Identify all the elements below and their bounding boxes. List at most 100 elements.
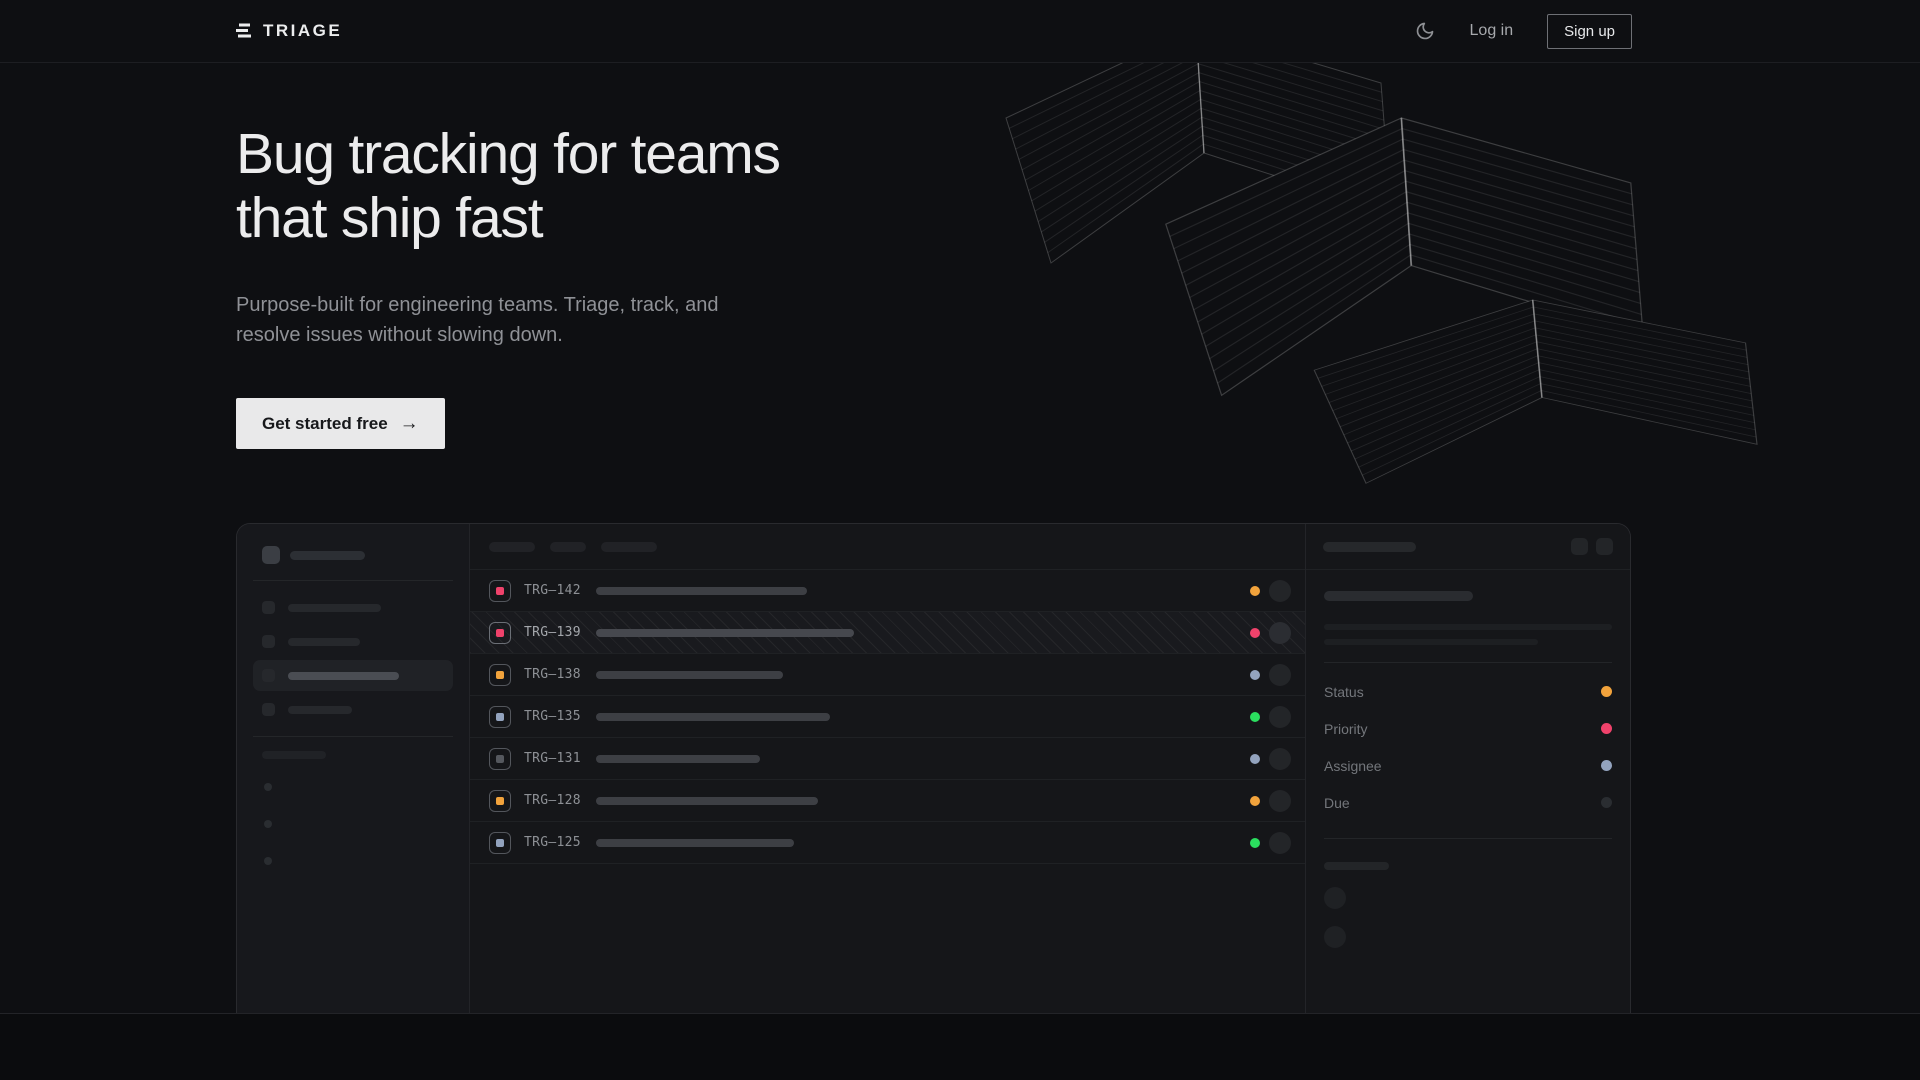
nav-label-skeleton <box>288 671 399 680</box>
nav-icon-skeleton <box>262 601 275 614</box>
issue-id: TRG–138 <box>524 667 581 682</box>
divider <box>253 736 453 737</box>
hero-title: Bug tracking for teams that ship fast <box>236 122 781 250</box>
arrow-right-icon: → <box>399 412 419 434</box>
nav-icon-skeleton <box>262 635 275 648</box>
hero-title-line1: Bug tracking for teams <box>236 122 781 186</box>
status-dot <box>1250 753 1260 764</box>
issue-row: TRG–138 <box>470 654 1305 696</box>
hero-subtitle: Purpose-built for engineering teams. Tri… <box>236 290 718 350</box>
hero-subtitle-line1: Purpose-built for engineering teams. Tri… <box>236 294 719 316</box>
get-started-button[interactable]: Get started free → <box>236 398 445 449</box>
detail-panel-header <box>1306 524 1630 570</box>
status-dot <box>1250 837 1260 848</box>
mockup-nav-item <box>253 694 453 725</box>
issue-row: TRG–125 <box>470 822 1305 864</box>
login-link[interactable]: Log in <box>1469 22 1514 39</box>
divider <box>1324 838 1612 839</box>
top-nav: TRIAGE Log in Sign up <box>0 0 1920 63</box>
mockup-nav-item-active <box>253 660 453 691</box>
detail-field-dot <box>1601 797 1612 808</box>
moon-icon <box>1416 22 1433 40</box>
divider <box>253 580 453 581</box>
mockup-list-header <box>470 524 1305 570</box>
footer <box>0 1013 1920 1080</box>
activity-avatar-skeleton <box>1324 887 1346 909</box>
issue-row: TRG–142 <box>470 570 1305 612</box>
issue-title-skeleton <box>595 754 760 763</box>
detail-fields: Status Priority Assignee Due <box>1324 673 1612 821</box>
issue-id: TRG–128 <box>524 793 581 808</box>
issue-type-icon <box>489 831 511 854</box>
issue-list: TRG–142 TRG–139 TRG–138 TRG–135 TRG–131 <box>470 570 1305 864</box>
issue-row: TRG–128 <box>470 780 1305 822</box>
mockup-detail-panel: Status Priority Assignee Due <box>1306 524 1630 1013</box>
issue-row: TRG–135 <box>470 696 1305 738</box>
mockup-workspace-row <box>262 541 453 569</box>
description-line-skeleton <box>1324 639 1538 645</box>
filter-tab-skeleton <box>550 541 586 552</box>
section-label-skeleton <box>262 751 326 759</box>
assignee-avatar-skeleton <box>1269 705 1291 728</box>
filter-tab-skeleton <box>601 541 657 552</box>
divider <box>1324 662 1612 663</box>
issue-type-icon <box>489 705 511 728</box>
detail-field-dot <box>1601 760 1612 771</box>
list-dot-skeleton <box>264 820 272 828</box>
issue-id: TRG–125 <box>524 835 581 850</box>
detail-field-dot <box>1601 723 1612 734</box>
assignee-avatar-skeleton <box>1269 579 1291 602</box>
issue-id: TRG–139 <box>524 625 581 640</box>
issue-title-skeleton <box>595 670 783 679</box>
detail-field-label: Due <box>1324 794 1350 811</box>
detail-field-row: Priority <box>1324 710 1612 747</box>
issue-id: TRG–135 <box>524 709 581 724</box>
workspace-avatar-skeleton <box>262 546 280 564</box>
issue-title-skeleton <box>595 796 818 805</box>
activity-label-skeleton <box>1324 862 1389 870</box>
detail-breadcrumb-skeleton <box>1323 541 1416 552</box>
theme-toggle[interactable] <box>1414 20 1436 42</box>
detail-field-label: Priority <box>1324 720 1368 737</box>
panel-action-skeleton <box>1571 538 1588 555</box>
assignee-avatar-skeleton <box>1269 831 1291 854</box>
mockup-issue-list-pane: TRG–142 TRG–139 TRG–138 TRG–135 TRG–131 <box>470 524 1306 1013</box>
assignee-avatar-skeleton <box>1269 747 1291 770</box>
activity-avatar-skeleton <box>1324 926 1346 948</box>
assignee-avatar-skeleton <box>1269 663 1291 686</box>
list-dot-skeleton <box>264 783 272 791</box>
issue-id: TRG–131 <box>524 751 581 766</box>
status-dot <box>1250 795 1260 806</box>
detail-field-dot <box>1601 686 1612 697</box>
issue-title-skeleton <box>595 712 830 721</box>
nav-label-skeleton <box>288 603 381 612</box>
header-nav: Log in Sign up <box>1414 13 1632 49</box>
detail-field-row: Assignee <box>1324 747 1612 784</box>
get-started-label: Get started free <box>262 413 388 433</box>
brand[interactable]: TRIAGE <box>236 21 342 41</box>
issue-type-icon <box>489 579 511 602</box>
nav-label-skeleton <box>288 705 352 714</box>
hero-subtitle-line2: resolve issues without slowing down. <box>236 324 563 346</box>
mockup-nav-item <box>253 592 453 623</box>
nav-icon-skeleton <box>262 669 275 682</box>
issue-title-skeleton <box>595 838 794 847</box>
workspace-name-skeleton <box>290 550 365 560</box>
list-dot-skeleton <box>264 857 272 865</box>
detail-field-row: Due <box>1324 784 1612 821</box>
detail-panel-body: Status Priority Assignee Due <box>1306 570 1630 948</box>
assignee-avatar-skeleton <box>1269 789 1291 812</box>
issue-row: TRG–139 <box>470 612 1305 654</box>
brand-name: TRIAGE <box>263 21 343 40</box>
issue-row: TRG–131 <box>470 738 1305 780</box>
issue-title-skeleton <box>595 586 807 595</box>
signup-button[interactable]: Sign up <box>1547 13 1632 49</box>
issue-type-icon <box>489 747 511 770</box>
nav-label-skeleton <box>288 637 360 646</box>
issue-type-icon <box>489 621 511 644</box>
issue-type-icon <box>489 663 511 686</box>
status-dot <box>1250 585 1260 596</box>
nav-icon-skeleton <box>262 703 275 716</box>
hero-title-line2: that ship fast <box>236 186 544 250</box>
